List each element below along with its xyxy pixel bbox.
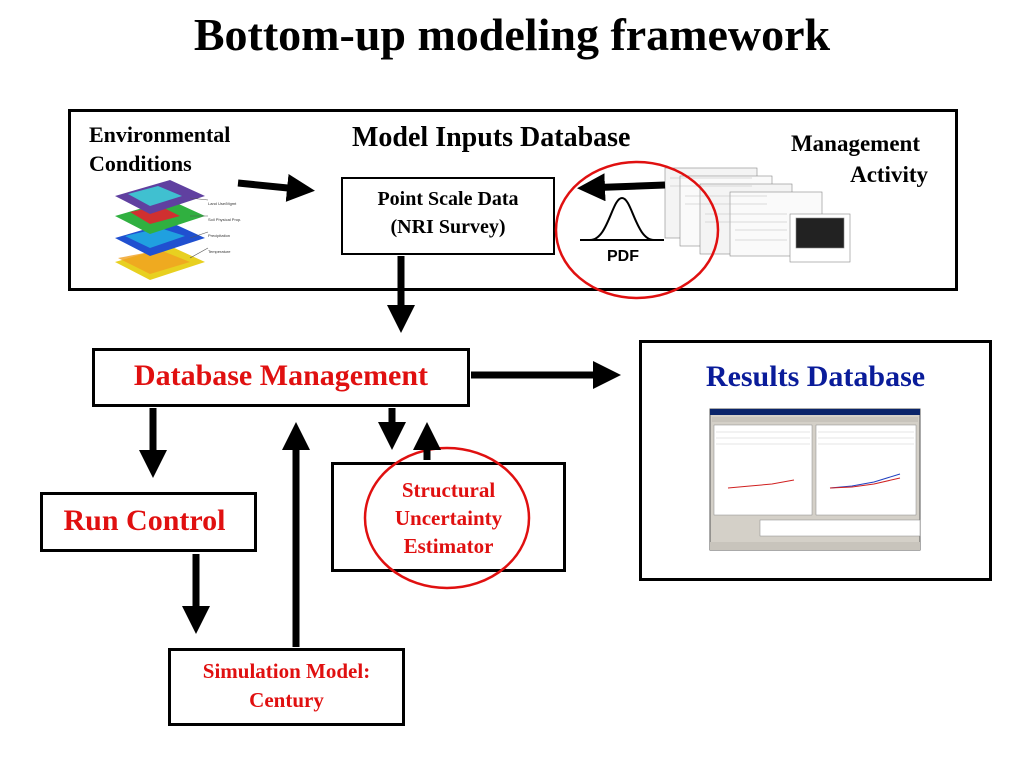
pdf-label: PDF [607, 248, 639, 265]
simulation-model-box [168, 648, 405, 726]
structural-uncertainty-label: Structural Uncertainty Estimator [394, 478, 503, 558]
structural-uncertainty-box [331, 462, 566, 572]
env-conditions-label: Environmental Conditions [89, 122, 231, 176]
database-management-box [92, 348, 470, 407]
results-screenshot-image [709, 408, 921, 551]
simulation-model-label: Simulation Model: Century [202, 659, 371, 712]
management-activity-label: Management Activity [790, 131, 928, 187]
page-title: Bottom-up modeling framework [193, 9, 831, 60]
pdf-highlight-circle [554, 160, 720, 300]
flow-arrows [139, 173, 666, 647]
point-scale-data-label: Point Scale Data (NRI Survey) [377, 188, 519, 238]
run-control-box [40, 492, 257, 552]
model-inputs-title: Model Inputs Database [352, 122, 631, 153]
arrow-env-to-point [237, 173, 315, 202]
point-scale-data-box [341, 177, 555, 255]
gis-map-layers-image [115, 180, 209, 280]
arrow-mgmt-to-point [577, 173, 666, 202]
run-control-label: Run Control [63, 504, 226, 537]
pdf-curve-icon [580, 196, 664, 241]
results-database-label: Results Database [705, 360, 926, 393]
uncertainty-highlight-circle [363, 446, 531, 590]
database-management-label: Database Management [133, 359, 429, 392]
map-layer-labels: Land Use/Mgmt Soil Physical Prop. Precip… [208, 201, 242, 254]
